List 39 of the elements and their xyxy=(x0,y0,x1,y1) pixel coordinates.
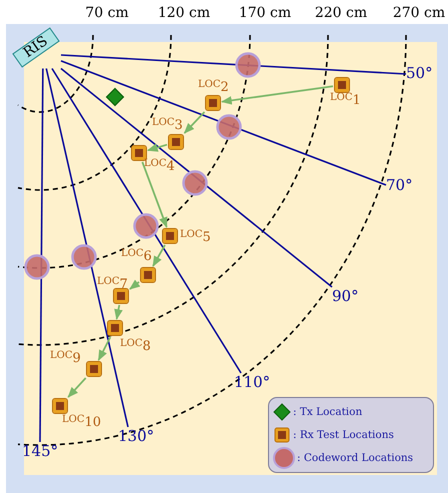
receiver-square-marker xyxy=(141,268,155,282)
arrow xyxy=(152,244,166,267)
receiver-square-marker xyxy=(114,289,128,303)
arrow xyxy=(129,280,140,290)
angle-label: 70° xyxy=(386,176,413,194)
beam-line xyxy=(39,68,44,442)
angle-label: 50° xyxy=(406,64,433,82)
arrow xyxy=(184,111,206,134)
arrow xyxy=(114,304,123,320)
receiver-square-marker xyxy=(108,321,122,335)
angle-label: 110° xyxy=(234,373,270,391)
arrow xyxy=(98,336,112,361)
arrow xyxy=(68,377,86,398)
distance-label: 70 cm xyxy=(85,5,129,21)
legend-text: : Tx Location xyxy=(293,406,362,418)
angle-label: 90° xyxy=(332,287,359,305)
distance-label: 170 cm xyxy=(238,5,292,21)
receiver-square-marker xyxy=(53,399,67,413)
distance-label: 270 cm xyxy=(392,5,446,21)
arrow xyxy=(142,162,168,228)
receiver-square-marker xyxy=(169,135,183,149)
receiver-square-marker xyxy=(163,229,177,243)
distance-label: 220 cm xyxy=(314,5,368,21)
distance-label: 120 cm xyxy=(158,5,210,21)
beam-line xyxy=(46,68,129,428)
angle-label: 145° xyxy=(22,442,58,460)
beam-line xyxy=(60,68,332,288)
beam-line xyxy=(60,54,406,75)
legend-text: : Codeword Locations xyxy=(297,452,414,464)
beam-line xyxy=(60,60,386,186)
arrow xyxy=(220,85,334,105)
receiver-square-marker xyxy=(335,78,349,92)
legend-text: : Rx Test Locations xyxy=(293,429,394,441)
receiver-square-marker xyxy=(87,362,101,376)
arrow xyxy=(146,143,168,152)
beam-line xyxy=(51,68,242,374)
receiver-square-marker xyxy=(206,96,220,110)
receiver-square-marker xyxy=(132,146,146,160)
angle-label: 130° xyxy=(118,427,154,445)
